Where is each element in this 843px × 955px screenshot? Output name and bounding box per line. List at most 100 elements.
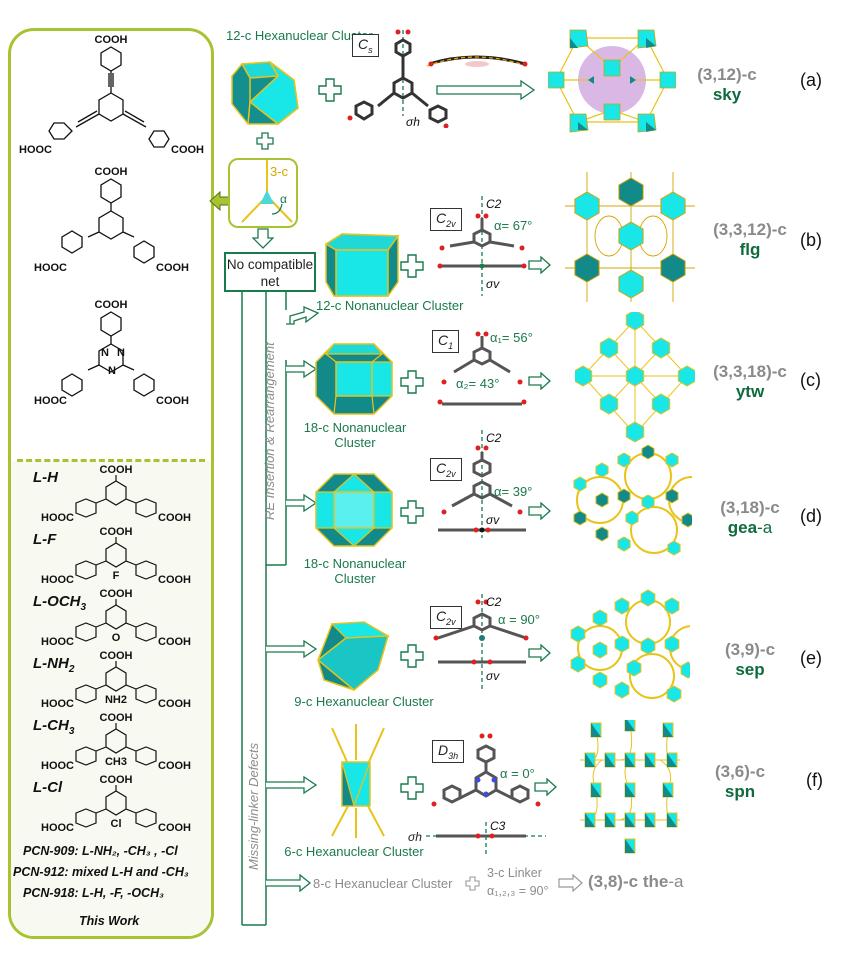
plus-icon bbox=[318, 78, 342, 102]
net-name-c: ytw bbox=[735, 382, 765, 401]
linker-molecule-b: C2 σv bbox=[437, 196, 527, 296]
symmetry-box-a: Cs bbox=[352, 34, 379, 57]
cluster-node bbox=[595, 526, 609, 542]
right-arrow-icon bbox=[558, 874, 583, 892]
tricapped-cluster-icon bbox=[316, 621, 391, 691]
cluster-node bbox=[625, 312, 645, 331]
svg-text:COOH: COOH bbox=[158, 760, 191, 772]
ethynyl-tricarboxylate-structure: COOH HOOC COOH bbox=[19, 34, 204, 156]
re-insertion-label: RE Insertion & Rearrangement bbox=[262, 342, 277, 520]
branch-arrow-icon bbox=[266, 640, 318, 658]
cluster-node bbox=[573, 476, 587, 492]
linker-label: L-OCH3 bbox=[33, 593, 87, 613]
cluster-node bbox=[625, 510, 639, 526]
plus-icon bbox=[465, 876, 480, 891]
svg-text:COOH: COOH bbox=[100, 526, 133, 538]
cluster-node bbox=[665, 488, 679, 504]
linker-label: L-CH3 bbox=[33, 717, 75, 737]
cluster-node bbox=[574, 191, 600, 221]
svg-text:N: N bbox=[117, 347, 125, 359]
sigma-h-label: σh bbox=[408, 830, 422, 844]
symmetry-box-c: C1 bbox=[432, 330, 460, 353]
axis-label: C3 bbox=[490, 819, 506, 833]
net-name-b: flg bbox=[739, 240, 761, 259]
panel-label-d: (d) bbox=[800, 506, 822, 526]
svg-text:HOOC: HOOC bbox=[41, 760, 74, 772]
linker-label-3c: 3-c Linker bbox=[487, 866, 542, 880]
trigonal-prism-cluster-icon bbox=[331, 724, 385, 838]
cluster-node bbox=[640, 637, 656, 655]
linker-side-view-a bbox=[426, 55, 528, 67]
svg-text:O: O bbox=[112, 632, 121, 644]
linker-molecule-d: C2 σv bbox=[438, 430, 526, 538]
hooc-label: HOOC bbox=[34, 262, 67, 274]
net-connectivity-f: (3,6)-c bbox=[714, 762, 766, 781]
flg-net-structure bbox=[565, 172, 695, 302]
hexagonal-prism-cluster-icon bbox=[324, 233, 400, 297]
plus-icon bbox=[400, 776, 424, 800]
axis-label: C2 bbox=[486, 431, 502, 445]
cluster-label-c: 18-c Nonanuclear Cluster bbox=[303, 420, 407, 450]
branch-arrow-icon bbox=[266, 874, 312, 892]
axis-label: σh bbox=[406, 115, 420, 128]
right-arrow-icon bbox=[534, 778, 557, 796]
pcn-912-line: PCN-912: mixed L-H and -CH₃ bbox=[13, 865, 189, 879]
cluster-label-8c: 8-c Hexanuclear Cluster bbox=[313, 876, 453, 891]
cluster-node bbox=[592, 671, 608, 689]
symmetry-box-d: C2v bbox=[430, 458, 462, 481]
cluster-node bbox=[614, 597, 630, 615]
cluster-node bbox=[626, 659, 642, 677]
cluster-label-e: 9-c Hexanuclear Cluster bbox=[294, 694, 434, 709]
linker-molecule-a: σh bbox=[347, 29, 449, 128]
linker-molecule-f: C3 bbox=[426, 733, 546, 855]
net-connectivity-e: (3,9)-c bbox=[724, 640, 776, 659]
branch-connectors bbox=[241, 290, 287, 926]
cluster-node bbox=[575, 365, 593, 387]
svg-text:N: N bbox=[108, 365, 116, 377]
spn-net-structure bbox=[580, 720, 680, 854]
svg-text:COOH: COOH bbox=[100, 588, 133, 600]
no-compatible-net-box: No compatible net bbox=[224, 252, 316, 292]
gea-a-net-structure bbox=[573, 444, 692, 556]
axis-label: σv bbox=[486, 513, 500, 527]
svg-text:COOH: COOH bbox=[100, 774, 133, 786]
plus-icon bbox=[400, 254, 424, 278]
axis-label: C2 bbox=[486, 197, 502, 211]
right-arrow-icon bbox=[528, 502, 551, 520]
net-connectivity-a: (3,12)-c bbox=[697, 65, 757, 84]
cluster-node bbox=[651, 337, 671, 359]
cluster-node bbox=[625, 365, 645, 387]
down-arrow-icon bbox=[252, 228, 274, 249]
svg-text:COOH: COOH bbox=[158, 574, 191, 586]
net-connectivity-c: (3,3,18)-c bbox=[713, 362, 787, 381]
svg-text:HOOC: HOOC bbox=[41, 636, 74, 648]
axis-label: σv bbox=[486, 277, 500, 291]
cluster-node bbox=[618, 177, 644, 207]
linker-label: L-H bbox=[33, 469, 58, 486]
cooh-label: COOH bbox=[156, 395, 189, 407]
svg-text:HOOC: HOOC bbox=[41, 574, 74, 586]
pcn-909-line: PCN-909: L-NH₂, -CH₃ , -Cl bbox=[23, 844, 178, 858]
net-name-f: spn bbox=[724, 782, 756, 801]
net-name-e: sep bbox=[735, 660, 765, 679]
right-arrow-icon bbox=[528, 256, 551, 274]
cluster-node bbox=[599, 393, 619, 415]
panel-label-a: (a) bbox=[800, 70, 822, 90]
symmetry-box-e: C2v bbox=[430, 606, 462, 629]
dashed-divider bbox=[17, 459, 205, 462]
missing-linker-label: Missing-linker Defects bbox=[246, 742, 261, 870]
angle-label-bottom: α₁,₂,₃ = 90° bbox=[487, 884, 549, 898]
three-connected-node-box: 3-c α bbox=[228, 158, 298, 228]
svg-text:N: N bbox=[101, 347, 109, 359]
cluster-node bbox=[595, 462, 609, 478]
rhombicuboctahedron-cluster-icon bbox=[315, 343, 393, 415]
angle-label-f: α = 0° bbox=[500, 766, 535, 781]
cluster-label-b: 12-c Nonanuclear Cluster bbox=[316, 298, 464, 313]
svg-text:NH2: NH2 bbox=[105, 694, 127, 706]
panel-label-e: (e) bbox=[800, 648, 822, 668]
svg-text:COOH: COOH bbox=[158, 698, 191, 710]
pcn-918-line: PCN-918: L-H, -F, -OCH₃ bbox=[23, 886, 164, 900]
